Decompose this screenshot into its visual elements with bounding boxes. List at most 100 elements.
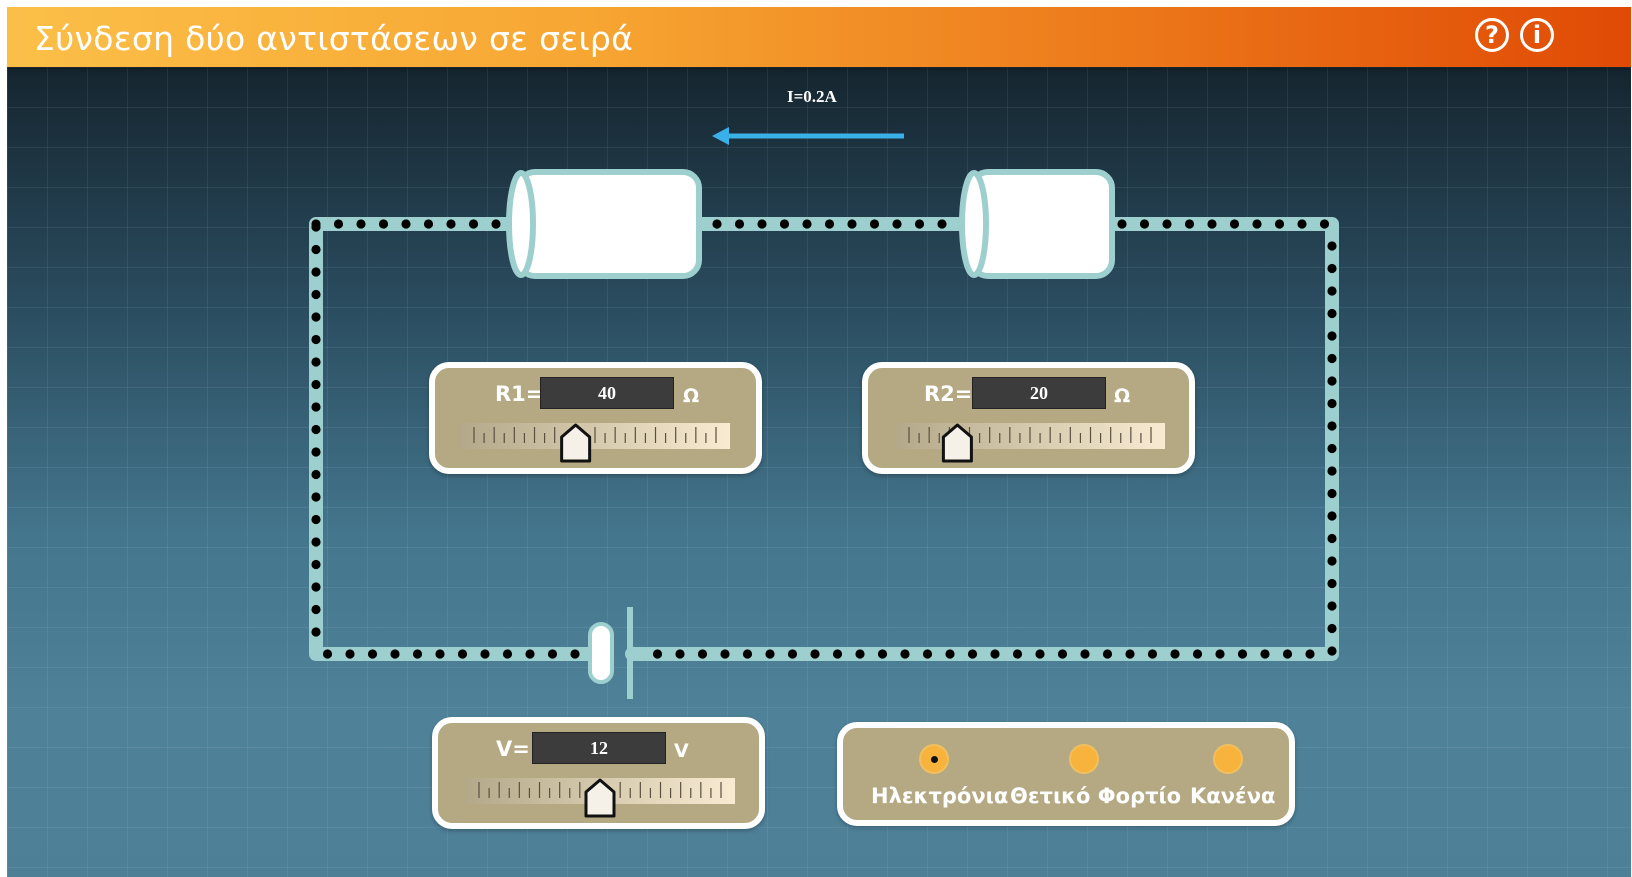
wire-loop	[309, 217, 604, 661]
slider-scale	[908, 423, 1152, 463]
electron-dot	[423, 219, 434, 229]
radio-none-label[interactable]: Κανένα	[1190, 784, 1276, 808]
electron-dot	[401, 219, 411, 229]
electron-dot	[1327, 556, 1337, 566]
electron-dot	[378, 219, 389, 229]
electron-dot	[757, 219, 767, 229]
title-bar: Σύνδεση δύο αντιστάσεων σε σειρά ? i	[7, 7, 1631, 67]
electron-dot	[412, 649, 423, 659]
r1-unit: Ω	[683, 385, 700, 407]
electron-dot	[1192, 649, 1203, 659]
slider-thumb[interactable]	[584, 778, 616, 818]
r2-control-panel: R2= 20 Ω	[862, 362, 1195, 474]
electron-dot	[468, 219, 479, 229]
electron-dot	[311, 514, 321, 525]
r1-label: R1=	[495, 382, 544, 406]
electron-dot	[446, 219, 456, 229]
electron-dot	[855, 649, 865, 659]
electron-dot	[877, 649, 888, 659]
electron-dot	[457, 649, 468, 659]
electron-dot	[480, 649, 490, 659]
r2-label: R2=	[924, 382, 973, 406]
page-title: Σύνδεση δύο αντιστάσεων σε σειρά	[34, 19, 634, 58]
radio-none[interactable]	[1213, 744, 1243, 774]
r2-slider[interactable]	[895, 423, 1165, 463]
voltage-control-panel: V= 12 V	[432, 717, 765, 829]
help-icon[interactable]: ?	[1475, 18, 1509, 52]
electron-dot	[525, 649, 535, 659]
info-icon[interactable]: i	[1520, 18, 1554, 52]
resistor-r1	[506, 169, 702, 279]
electron-dot	[356, 219, 366, 229]
radio-positive-charge[interactable]	[1069, 744, 1099, 774]
electron-dot	[697, 649, 708, 659]
slider-scale	[473, 423, 717, 463]
electron-dot	[1207, 219, 1217, 229]
electron-dot	[311, 627, 321, 637]
electron-dot	[1274, 219, 1285, 229]
radio-selected-dot	[931, 756, 938, 763]
slider-thumb[interactable]	[560, 423, 592, 463]
electron-dot	[810, 649, 820, 659]
electron-dots	[311, 219, 1337, 659]
electron-dot	[1282, 649, 1293, 659]
slider-thumb[interactable]	[941, 423, 973, 463]
circuit-diagram	[309, 127, 1339, 699]
electron-dot	[435, 649, 445, 659]
electron-dot	[333, 219, 344, 229]
r1-slider[interactable]	[460, 423, 730, 463]
electron-dot	[491, 219, 501, 229]
electron-dot	[311, 582, 321, 592]
electron-dot	[1012, 649, 1023, 659]
electron-dot	[990, 649, 1000, 659]
voltage-value: 12	[532, 732, 666, 764]
electron-dot	[311, 289, 321, 300]
electron-dot	[1327, 488, 1337, 499]
electron-dot	[311, 424, 321, 435]
electron-dot	[570, 649, 580, 659]
electron-dot	[1297, 219, 1307, 229]
electron-dot	[802, 219, 812, 229]
electron-dot	[1252, 219, 1262, 229]
wire-right	[625, 217, 1339, 661]
radio-electrons-label[interactable]: Ηλεκτρόνια	[871, 784, 1009, 808]
electron-dot	[367, 649, 378, 659]
electron-dot	[1035, 649, 1045, 659]
electron-dot	[322, 649, 333, 659]
electron-dot	[1327, 443, 1337, 454]
electron-dot	[1229, 219, 1240, 229]
electron-dot	[1319, 219, 1330, 229]
circuit-wires	[309, 217, 1339, 661]
electron-dot	[311, 244, 321, 255]
electron-dot	[311, 379, 321, 390]
electron-dot	[1327, 241, 1337, 251]
electron-dot	[712, 219, 722, 229]
electron-dot	[390, 649, 400, 659]
current-label: I=0.2A	[787, 87, 837, 106]
electron-dot	[720, 649, 730, 659]
electron-dot	[1327, 353, 1337, 364]
radio-positive-charge-label[interactable]: Θετικό Φορτίο	[1010, 784, 1182, 808]
electron-dot	[1327, 376, 1337, 386]
simulation-stage	[7, 67, 1631, 877]
electron-dot	[311, 469, 321, 480]
electron-dot	[1260, 649, 1270, 659]
electron-dot	[1327, 263, 1337, 274]
electron-dot	[922, 649, 933, 659]
electron-dot	[742, 649, 753, 659]
voltage-slider[interactable]	[465, 778, 735, 818]
electron-dot	[1327, 511, 1337, 521]
electron-dot	[1327, 466, 1337, 476]
electron-dot	[311, 402, 321, 412]
radio-electrons[interactable]	[919, 744, 949, 774]
electron-dot	[1117, 219, 1127, 229]
electron-dot	[1170, 649, 1180, 659]
electron-dot	[1327, 421, 1337, 431]
electron-dot	[311, 604, 321, 615]
electron-dot	[1327, 601, 1337, 611]
electron-dot	[787, 649, 798, 659]
r1-value: 40	[540, 377, 674, 409]
electron-dot	[1305, 649, 1315, 659]
electron-dot	[1102, 649, 1113, 659]
electron-dot	[967, 649, 978, 659]
